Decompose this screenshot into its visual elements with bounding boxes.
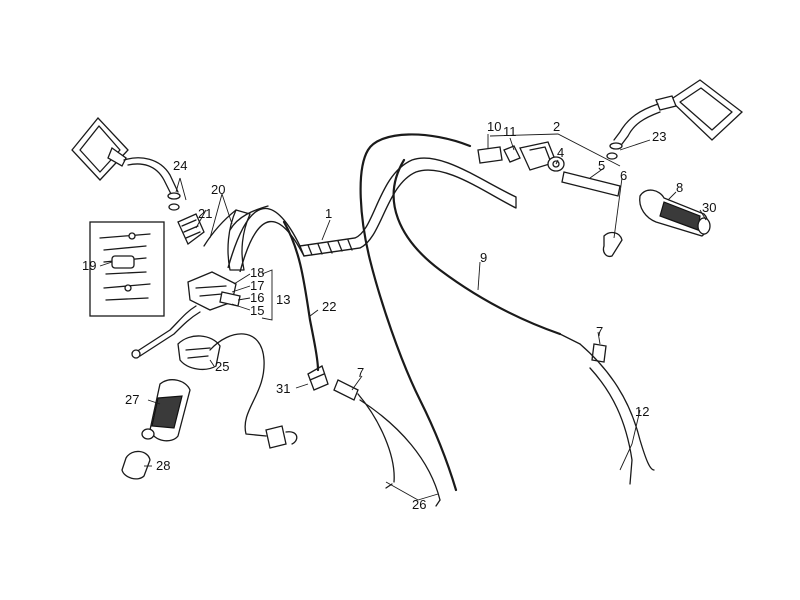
label-10: 10	[487, 119, 501, 134]
label-5: 5	[598, 158, 605, 173]
label-26: 26	[412, 497, 426, 512]
label-17: 17	[250, 278, 264, 293]
cables	[203, 133, 655, 507]
label-8: 8	[676, 180, 683, 195]
label-15: 15	[250, 303, 264, 318]
label-7-upper: 7	[596, 324, 603, 339]
label-18: 18	[250, 265, 264, 280]
left-switch	[177, 335, 221, 371]
label-20: 20	[211, 182, 225, 197]
label-22: 22	[322, 299, 336, 314]
label-24: 24	[173, 158, 187, 173]
label-30: 30	[702, 200, 716, 215]
label-21: 21	[198, 206, 212, 221]
label-13: 13	[276, 292, 290, 307]
label-1: 1	[325, 206, 332, 221]
label-9: 9	[480, 250, 487, 265]
right-grip	[639, 189, 711, 237]
label-2: 2	[553, 119, 560, 134]
callout-labels: 1 2 4 5 6 7 7 8 9 10 11 12 13 15 16 17 1…	[82, 119, 716, 512]
left-lever-assembly	[131, 213, 241, 359]
label-16: 16	[250, 290, 264, 305]
label-19: 19	[82, 258, 96, 273]
label-12: 12	[635, 404, 649, 419]
cable-adjuster	[307, 365, 329, 391]
label-31: 31	[276, 381, 290, 396]
label-23: 23	[652, 129, 666, 144]
right-mirror	[606, 79, 744, 160]
label-28: 28	[156, 458, 170, 473]
inset-detail-box	[89, 221, 165, 317]
handlebar	[227, 157, 517, 273]
label-4: 4	[557, 145, 564, 160]
label-27: 27	[125, 392, 139, 407]
label-7-lower: 7	[357, 365, 364, 380]
left-mirror	[71, 117, 181, 211]
label-11: 11	[503, 124, 517, 139]
label-25: 25	[215, 359, 229, 374]
leader-lines	[99, 133, 707, 501]
label-6: 6	[620, 168, 627, 183]
